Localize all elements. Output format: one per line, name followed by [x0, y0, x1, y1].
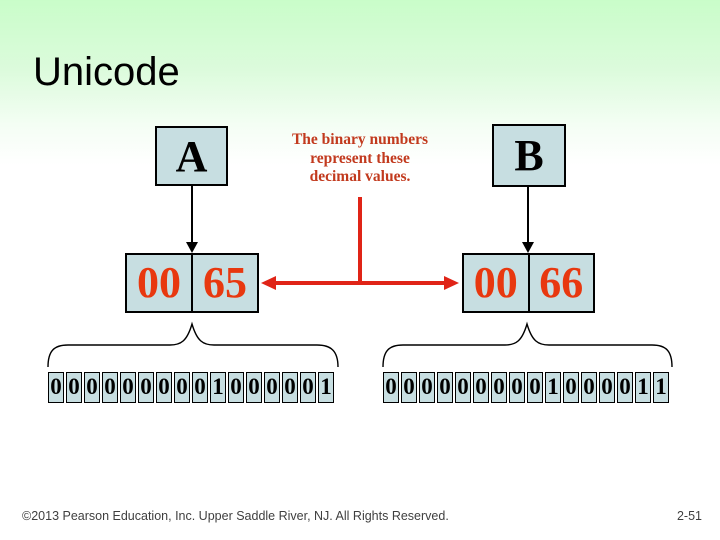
- char-a-letter: A: [175, 131, 208, 181]
- binary-row-a: 0 0 0 0 0 0 0 0 0 1 0 0 0 0 0 1: [48, 372, 334, 403]
- code-box-b: 00 66: [462, 253, 595, 313]
- down-arrow-a-icon: [186, 185, 198, 253]
- bit-cell: 0: [156, 372, 172, 403]
- bit-cell: 0: [491, 372, 507, 403]
- bit-cell: 0: [383, 372, 399, 403]
- code-box-a: 00 65: [125, 253, 259, 313]
- bit-cell: 0: [617, 372, 633, 403]
- bit-cell: 0: [282, 372, 298, 403]
- bit-cell: 0: [84, 372, 100, 403]
- bit-cell: 0: [228, 372, 244, 403]
- bit-cell: 0: [509, 372, 525, 403]
- bit-cell: 1: [635, 372, 651, 403]
- footer-copyright: ©2013 Pearson Education, Inc. Upper Sadd…: [22, 509, 449, 523]
- bit-cell: 0: [246, 372, 262, 403]
- bit-cell: 0: [599, 372, 615, 403]
- bit-cell: 0: [138, 372, 154, 403]
- bit-cell: 1: [545, 372, 561, 403]
- code-a-low-byte: 65: [203, 257, 247, 307]
- brace-left-icon: [47, 321, 339, 368]
- bit-cell: 0: [66, 372, 82, 403]
- code-b-high-byte: 00: [464, 255, 530, 311]
- code-a-high-byte: 00: [127, 255, 193, 311]
- bit-cell: 0: [300, 372, 316, 403]
- char-box-a: A: [155, 126, 228, 186]
- bit-cell: 0: [401, 372, 417, 403]
- bit-cell: 1: [653, 372, 669, 403]
- binary-row-b: 0 0 0 0 0 0 0 0 0 1 0 0 0 0 1 1: [383, 372, 669, 403]
- bit-cell: 0: [527, 372, 543, 403]
- bit-cell: 1: [210, 372, 226, 403]
- char-b-letter: B: [514, 131, 544, 180]
- bit-cell: 0: [455, 372, 471, 403]
- bit-cell: 0: [102, 372, 118, 403]
- footer-page-number: 2-51: [676, 509, 702, 523]
- bit-cell: 0: [581, 372, 597, 403]
- bit-cell: 0: [120, 372, 136, 403]
- brace-right-icon: [382, 321, 673, 368]
- code-b-low-byte: 66: [539, 257, 584, 307]
- bit-cell: 1: [318, 372, 334, 403]
- bit-cell: 0: [192, 372, 208, 403]
- caption-line-2: represent these: [310, 149, 410, 167]
- caption-line-3: decimal values.: [309, 168, 411, 185]
- bit-cell: 0: [264, 372, 280, 403]
- bit-cell: 0: [437, 372, 453, 403]
- char-box-b: B: [492, 124, 566, 187]
- down-arrow-b-icon: [522, 187, 534, 253]
- bit-cell: 0: [48, 372, 64, 403]
- bit-cell: 0: [563, 372, 579, 403]
- caption: The binary numbers represent these decim…: [262, 131, 458, 187]
- bit-cell: 0: [419, 372, 435, 403]
- page-title: Unicode: [33, 50, 180, 94]
- bit-cell: 0: [174, 372, 190, 403]
- red-connector-icon: [261, 197, 459, 290]
- caption-line-1: The binary numbers: [291, 131, 429, 148]
- bit-cell: 0: [473, 372, 489, 403]
